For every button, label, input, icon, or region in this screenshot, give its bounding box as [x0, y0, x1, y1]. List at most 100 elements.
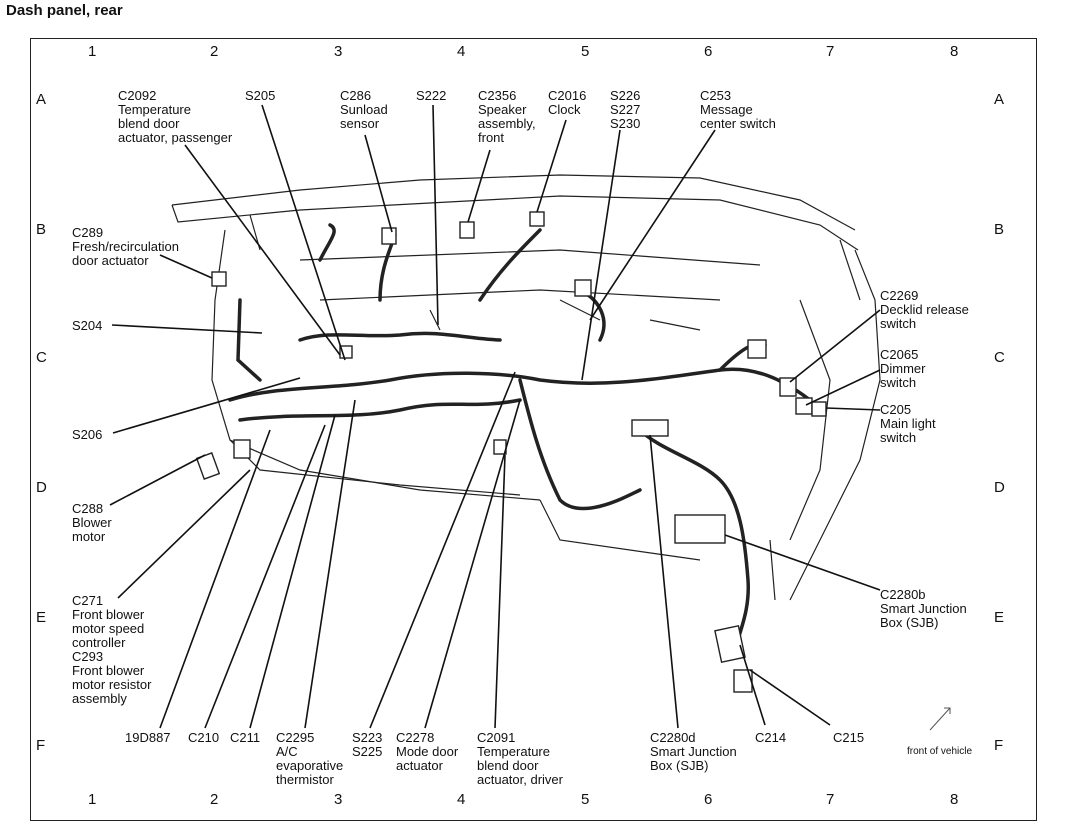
label-c2016: C2016 Clock [548, 88, 587, 117]
label-s223-s225: S223 S225 [352, 730, 383, 759]
diagram-frame [30, 38, 1037, 821]
leader-c253 [589, 129, 716, 321]
leader-c2356 [467, 149, 491, 223]
grid-col-2-top: 2 [210, 43, 219, 60]
label-c288: C288 Blower motor [72, 501, 112, 544]
leader-c2280b [724, 534, 881, 591]
grid-col-7-top: 7 [826, 43, 835, 60]
c205-connector [811, 401, 827, 417]
dash-top-edge [171, 195, 859, 251]
label-c205: C205 Main light switch [880, 402, 936, 445]
label-c2269: C2269 Decklid release switch [880, 288, 969, 331]
label-c211: C211 [230, 730, 261, 745]
leader-c2065 [805, 369, 881, 406]
leader-s205 [261, 104, 346, 361]
label-c271-c293: C271 Front blower motor speed controller… [72, 593, 152, 706]
label-s204: S204 [72, 318, 103, 333]
label-c2092: C2092 Temperature blend door actuator, p… [118, 88, 233, 145]
leader-c271 [117, 469, 251, 599]
leader-19d887 [159, 429, 271, 729]
grid-row-f-right: F [994, 737, 1004, 754]
label-c253: C253 Message center switch [700, 88, 776, 131]
c2065-connector [795, 397, 813, 415]
label-s205: S205 [245, 88, 276, 103]
label-c2278: C2278 Mode door actuator [396, 730, 459, 773]
label-c2356: C2356 Speaker assembly, front [478, 88, 536, 145]
grid-col-3-top: 3 [334, 43, 343, 60]
label-c286: C286 Sunload sensor [340, 88, 388, 131]
grid-col-6-bottom: 6 [704, 791, 713, 808]
grid-col-5-bottom: 5 [581, 791, 590, 808]
leader-c2280d [649, 434, 679, 729]
grid-row-a-left: A [36, 91, 47, 108]
leader-c214 [739, 644, 766, 726]
grid-col-7-bottom: 7 [826, 791, 835, 808]
label-19d887: 19D887 [125, 730, 171, 745]
leader-c288 [109, 454, 206, 506]
sjb-branch-harness [638, 428, 750, 652]
main-harness [228, 367, 812, 402]
leader-s223 [369, 371, 516, 729]
c289-connector [211, 271, 227, 287]
leader-c2091 [494, 454, 506, 729]
c214-connector [714, 625, 746, 663]
grid-row-b-right: B [994, 221, 1005, 238]
c271-connector [233, 439, 251, 459]
c2280b-connector [674, 514, 726, 544]
c2016-connector [529, 211, 545, 227]
grid-row-f-left: F [36, 737, 46, 754]
leader-c215 [749, 669, 831, 726]
grid-col-2-bottom: 2 [210, 791, 219, 808]
c2356-connector [459, 221, 475, 239]
leader-c286 [364, 134, 393, 233]
grid-col-4-bottom: 4 [457, 791, 466, 808]
label-c2280b: C2280b Smart Junction Box (SJB) [880, 587, 967, 630]
label-c214: C214 [755, 730, 787, 745]
label-c2065: C2065 Dimmer switch [880, 347, 926, 390]
panel-left-shell [211, 229, 541, 501]
label-c2091: C2091 Temperature blend door actuator, d… [477, 730, 563, 787]
label-c215: C215 [833, 730, 865, 745]
s226-connector [574, 279, 592, 297]
grid-col-6-top: 6 [704, 43, 713, 60]
leader-c2295 [304, 399, 356, 729]
grid-col-8-bottom: 8 [950, 791, 959, 808]
grid-col-3-bottom: 3 [334, 791, 343, 808]
panel-right-shell [789, 249, 881, 601]
dash-top-outline [171, 174, 856, 231]
grid-row-d-right: D [994, 479, 1005, 496]
leader-s222 [432, 104, 439, 326]
label-c289: C289 Fresh/recirculation door actuator [72, 225, 179, 268]
grid-col-4-top: 4 [457, 43, 466, 60]
leader-c2269 [789, 309, 881, 383]
label-c2295: C2295 A/C evaporative thermistor [276, 730, 344, 787]
label-c210: C210 [188, 730, 220, 745]
label-s222: S222 [416, 88, 447, 103]
front-of-vehicle-label: front of vehicle [907, 746, 973, 757]
leader-s226 [581, 129, 621, 381]
label-s226-s227-s230: S226 S227 S230 [610, 88, 641, 131]
leader-s206 [112, 377, 301, 434]
front-arrow-icon [929, 707, 951, 731]
grid-row-a-right: A [994, 91, 1005, 108]
grid-col-1-top: 1 [88, 43, 97, 60]
grid-row-b-left: B [36, 221, 47, 238]
grid-col-5-top: 5 [581, 43, 590, 60]
c253-connector [747, 339, 767, 359]
c286-connector [381, 227, 397, 245]
leader-c2278 [424, 399, 521, 729]
c2269-connector [779, 377, 797, 397]
c2280d-connector [631, 419, 669, 437]
label-c2280d: C2280d Smart Junction Box (SJB) [650, 730, 737, 773]
grid-row-e-left: E [36, 609, 47, 626]
grid-row-d-left: D [36, 479, 47, 496]
leader-c289 [159, 254, 213, 279]
leader-s204 [111, 324, 263, 334]
leader-c2016 [536, 119, 567, 213]
grid-row-c-right: C [994, 349, 1005, 366]
grid-col-1-bottom: 1 [88, 791, 97, 808]
page-title: Dash panel, rear [6, 2, 123, 19]
leader-c2092 [184, 144, 341, 356]
grid-col-8-top: 8 [950, 43, 959, 60]
